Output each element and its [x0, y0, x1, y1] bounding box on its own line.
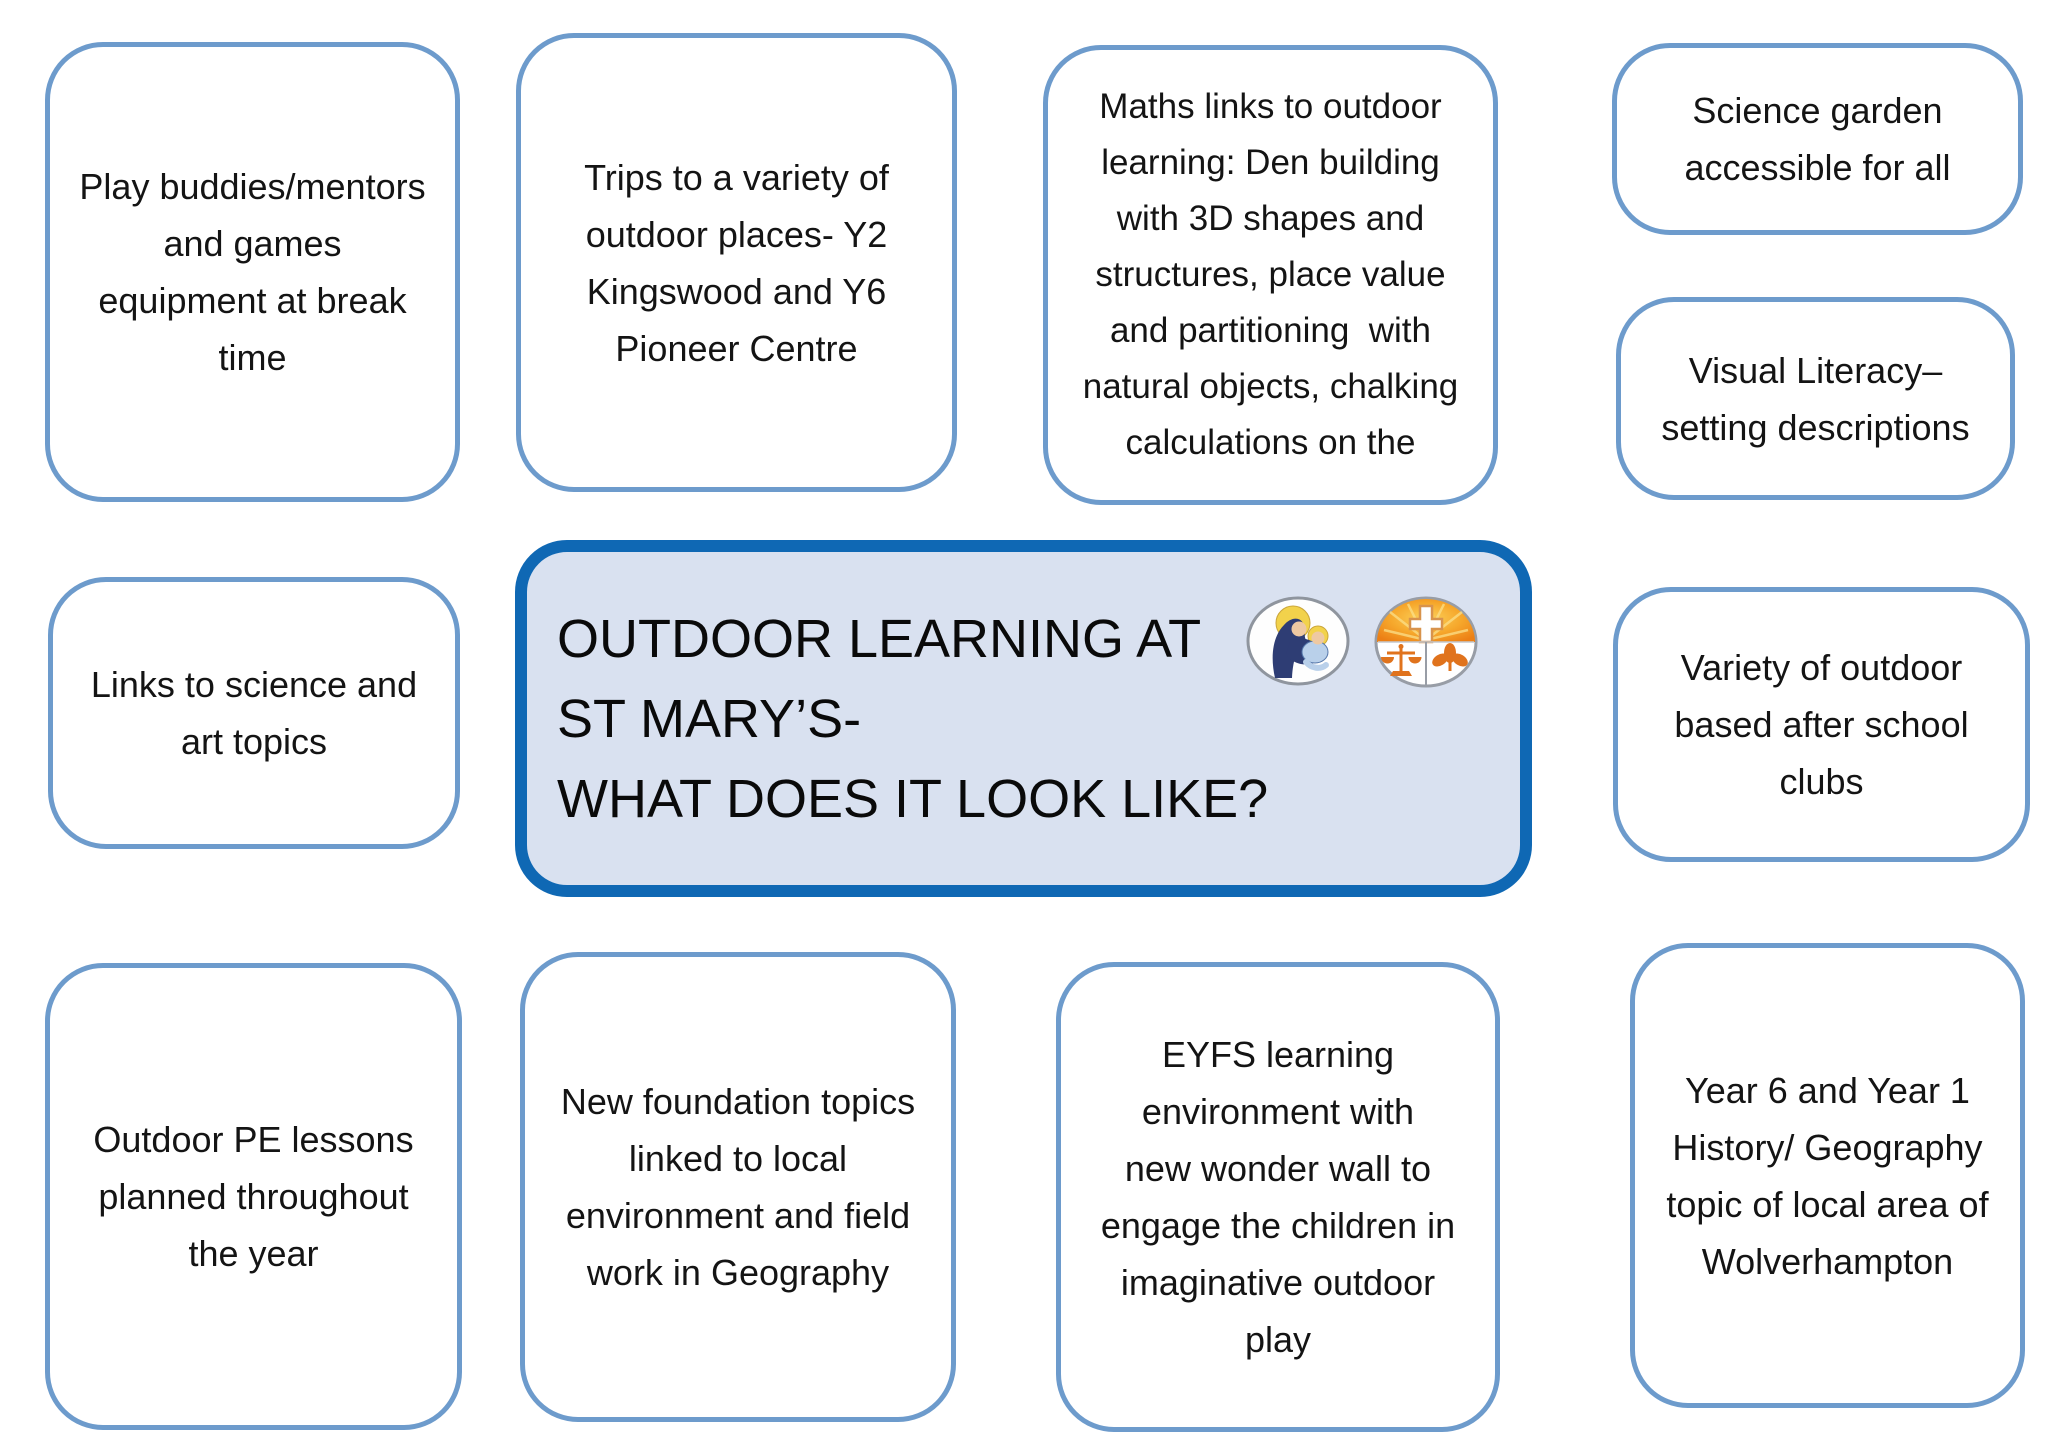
scales-icon [1381, 644, 1422, 676]
title-box: OUTDOOR LEARNING AT ST MARY’S- WHAT DOES… [515, 540, 1532, 897]
note-text-trips: Trips to a variety of outdoor places- Y2… [584, 156, 889, 369]
note-text-play-buddies: Play buddies/mentors and games equipment… [79, 166, 426, 378]
plant-icon [1432, 643, 1468, 671]
note-text-after-school-clubs: Variety of outdoor based after school cl… [1674, 647, 1969, 802]
note-box-year6-year1: Year 6 and Year 1 History/ Geography top… [1630, 943, 2025, 1408]
note-box-trips: Trips to a variety of outdoor places- Y2… [516, 33, 957, 492]
note-box-play-buddies: Play buddies/mentors and games equipment… [45, 42, 460, 502]
note-box-visual-literacy: Visual Literacy– setting descriptions [1616, 297, 2015, 500]
note-box-foundation-topics: New foundation topics linked to local en… [520, 952, 956, 1422]
note-box-after-school-clubs: Variety of outdoor based after school cl… [1613, 587, 2030, 862]
note-text-eyfs: EYFS learning environment with new wonde… [1100, 1034, 1456, 1360]
note-box-science-garden: Science garden accessible for all [1612, 43, 2023, 235]
school-crest-logo [1374, 596, 1478, 688]
school-logos [1246, 596, 1478, 688]
note-box-links-science-art: Links to science and art topics [48, 577, 460, 849]
note-box-outdoor-pe: Outdoor PE lessons planned throughout th… [45, 963, 462, 1430]
note-text-year6-year1: Year 6 and Year 1 History/ Geography top… [1666, 1069, 1989, 1282]
note-text-outdoor-pe: Outdoor PE lessons planned throughout th… [93, 1119, 414, 1274]
note-box-eyfs: EYFS learning environment with new wonde… [1056, 962, 1500, 1432]
madonna-and-child-logo [1246, 596, 1350, 686]
note-box-maths-links: Maths links to outdoor learning: Den bui… [1043, 45, 1498, 505]
note-text-foundation-topics: New foundation topics linked to local en… [560, 1081, 916, 1293]
note-text-links-science-art: Links to science and art topics [90, 664, 418, 762]
note-text-visual-literacy: Visual Literacy– setting descriptions [1661, 349, 1970, 448]
page-title: OUTDOOR LEARNING AT ST MARY’S- WHAT DOES… [557, 608, 1269, 829]
note-text-maths-links: Maths links to outdoor learning: Den bui… [1082, 87, 1459, 462]
note-text-science-garden: Science garden accessible for all [1684, 90, 1951, 188]
